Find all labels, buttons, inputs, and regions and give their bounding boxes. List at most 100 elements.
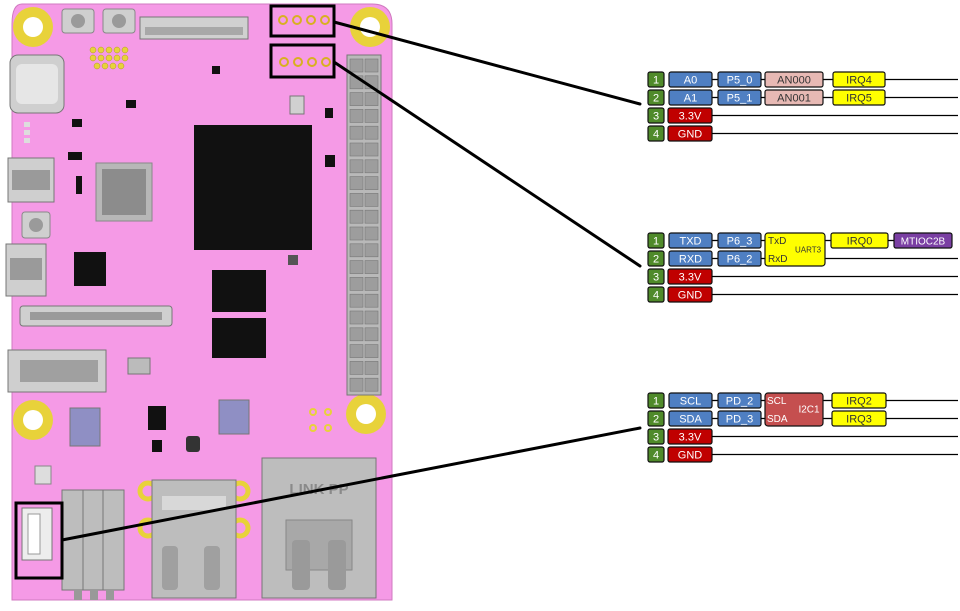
pin-row-i2c-3: 3 3.3V (647, 428, 958, 445)
irq-name: IRQ5 (832, 89, 886, 106)
pin-number: 2 (647, 250, 665, 267)
board: LINK PP (5, 3, 393, 601)
signal-name: A0 (668, 71, 713, 88)
power-33v-label: 3.3V (679, 432, 702, 444)
signal-name-label: RXD (679, 254, 702, 266)
pin-row-uart-4: 4 GND (647, 286, 958, 303)
power-gnd-label: GND (678, 290, 703, 302)
pin-number: 3 (647, 428, 665, 445)
signal-name-label: TXD (680, 236, 702, 248)
pin-number: 1 (647, 392, 665, 409)
port-name-label: P6_3 (727, 236, 753, 248)
port-name-label: PD_3 (726, 414, 754, 426)
i2c-block-label: I2C1 (798, 405, 820, 416)
pin-number-label: 1 (653, 236, 659, 248)
irq-name: IRQ2 (831, 392, 887, 409)
irq-name: IRQ4 (832, 71, 886, 88)
uart-block-label: UART3 (795, 246, 822, 255)
pin-number-label: 4 (653, 290, 659, 302)
pin-number: 4 (647, 125, 665, 142)
pin-number-label: 4 (653, 450, 659, 462)
pin-number-label: 2 (653, 254, 659, 266)
signal-name: RXD (668, 250, 713, 267)
pin-table-i2c: 1 SCL PD_2 IRQ2 2 SDA PD_3 IRQ3 3 3.3V 4 GND SCL SDA I… (647, 392, 958, 463)
irq-name-label: IRQ2 (846, 396, 872, 408)
pin-row-i2c-1: 1 SCL PD_2 IRQ2 (647, 392, 958, 409)
signal-name-label: A0 (684, 75, 697, 87)
power-gnd: GND (667, 286, 713, 303)
uart-peripheral-block: TxD RxD UART3 (764, 232, 826, 267)
irq-name-label: IRQ3 (846, 414, 872, 426)
pin-table-analog: 1 A0 P5_0 AN000 IRQ4 2 A1 P5_1 AN001 IRQ5 3 3.3V 4 GN… (647, 71, 958, 142)
analog-function: AN000 (764, 71, 824, 88)
power-33v-label: 3.3V (679, 272, 702, 284)
mounting-holes (13, 7, 390, 440)
signal-name-label: SDA (679, 414, 702, 426)
power-gnd-label: GND (678, 450, 703, 462)
power-33v-label: 3.3V (679, 111, 702, 123)
pin-number: 4 (647, 446, 665, 463)
i2c-pin-label: SDA (767, 414, 788, 425)
analog-function-label: AN000 (777, 75, 811, 87)
mtioc-name: MTIOC2B (893, 232, 953, 249)
pin-number-label: 3 (653, 111, 659, 123)
irq-name-label: IRQ5 (846, 93, 872, 105)
signal-name: SCL (668, 392, 713, 409)
pin-number: 3 (647, 107, 665, 124)
pin-number: 3 (647, 268, 665, 285)
pin-number-label: 2 (653, 414, 659, 426)
pin-number-label: 2 (653, 93, 659, 105)
uart-pin-label: RxD (768, 254, 787, 265)
i2c-peripheral-block: SCL SDA I2C1 (764, 392, 824, 427)
analog-function: AN001 (764, 89, 824, 106)
port-name: P5_0 (717, 71, 762, 88)
pin-row-i2c-4: 4 GND (647, 446, 958, 463)
power-gnd: GND (667, 446, 713, 463)
soc-chip (194, 125, 312, 250)
pin-number: 2 (647, 89, 665, 106)
pin-row-analog-1: 1 A0 P5_0 AN000 IRQ4 (647, 71, 958, 88)
signal-name: SDA (668, 410, 713, 427)
port-name: PD_3 (717, 410, 762, 427)
power-gnd-label: GND (678, 129, 703, 141)
port-name-label: P6_2 (727, 254, 753, 266)
pin-number-label: 1 (653, 75, 659, 87)
uart-pin-label: TxD (768, 236, 786, 247)
pin-number: 1 (647, 71, 665, 88)
pin-number-label: 4 (653, 129, 659, 141)
pin-number: 2 (647, 410, 665, 427)
port-name: PD_2 (717, 392, 762, 409)
i2c-pin-label: SCL (767, 396, 787, 407)
pin-row-analog-3: 3 3.3V (647, 107, 958, 124)
signal-name-label: A1 (684, 93, 697, 105)
irq-name-label: IRQ4 (846, 75, 872, 87)
port-name-label: P5_0 (727, 75, 753, 87)
pin-row-analog-4: 4 GND (647, 125, 958, 142)
pin-row-analog-2: 2 A1 P5_1 AN001 IRQ5 (647, 89, 958, 106)
pin-number-label: 3 (653, 432, 659, 444)
pin-number-label: 3 (653, 272, 659, 284)
mtioc-name-label: MTIOC2B (901, 237, 946, 248)
irq-name: IRQ3 (831, 410, 887, 427)
pin-row-uart-2: 2 RXD P6_2 (647, 250, 958, 267)
pin-row-uart-3: 3 3.3V (647, 268, 958, 285)
connector-header-3 (14, 501, 64, 580)
pin-row-i2c-2: 2 SDA PD_3 IRQ3 (647, 410, 958, 427)
analog-function-label: AN001 (777, 93, 811, 105)
gpio-header (346, 54, 382, 396)
power-gnd: GND (667, 125, 713, 142)
power-33v: 3.3V (667, 107, 713, 124)
power-33v: 3.3V (667, 268, 713, 285)
signal-name-label: SCL (680, 396, 701, 408)
port-name: P6_2 (717, 250, 762, 267)
pin-number: 4 (647, 286, 665, 303)
signal-name: A1 (668, 89, 713, 106)
signal-name: TXD (668, 232, 713, 249)
pin-number-label: 1 (653, 396, 659, 408)
port-name: P5_1 (717, 89, 762, 106)
